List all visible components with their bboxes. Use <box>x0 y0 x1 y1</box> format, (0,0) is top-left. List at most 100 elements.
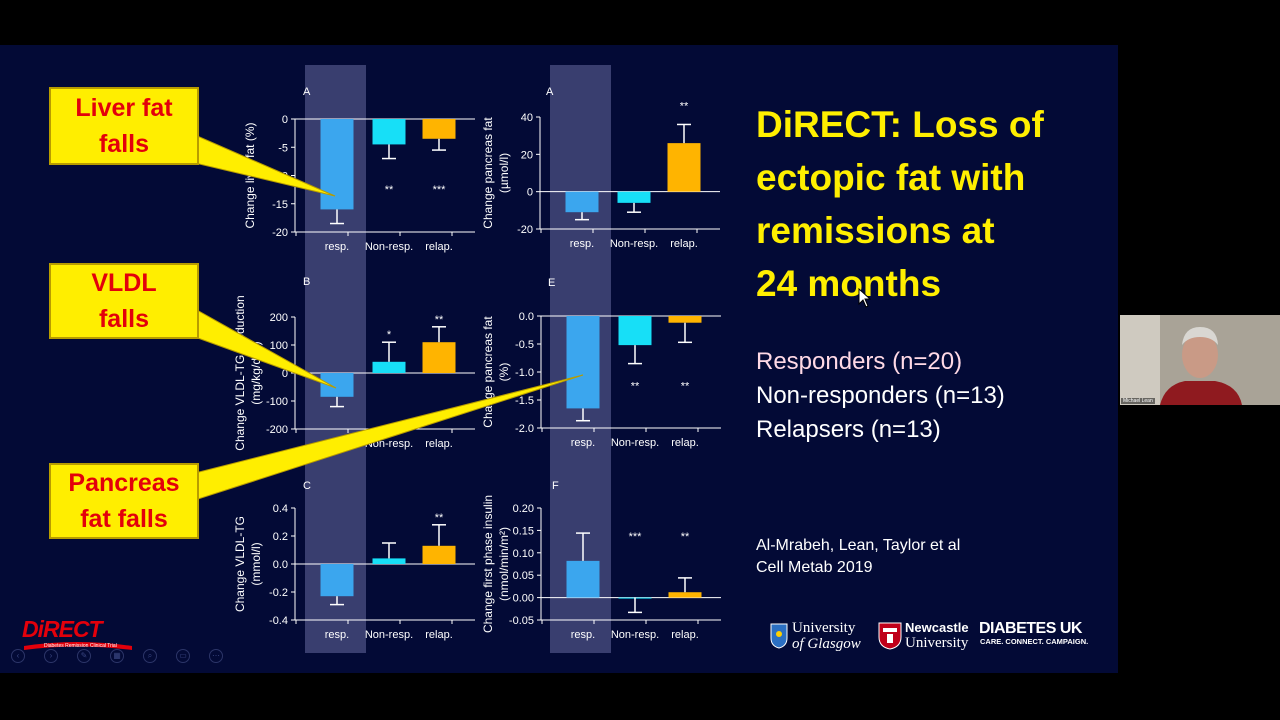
subtitles-icon[interactable]: ▭ <box>176 649 190 663</box>
y-tick-label: 0.00 <box>513 593 534 605</box>
y-tick-label: -2.0 <box>515 423 534 435</box>
y-axis-label: Change first phase insulin <box>481 495 495 633</box>
slide-title: DiRECT: Loss of ectopic fat with remissi… <box>756 98 1096 310</box>
bar-nonresp <box>372 119 406 145</box>
y-tick-label: -100 <box>266 396 288 408</box>
bar-resp <box>320 119 354 210</box>
bar-resp <box>320 564 354 597</box>
glasgow-crest-icon <box>770 623 788 649</box>
panel-label: C <box>303 480 311 492</box>
significance-marker: ** <box>385 184 394 196</box>
category-label: relap. <box>425 629 453 641</box>
citation-authors: Al-Mrabeh, Lean, Taylor et al <box>756 537 961 554</box>
direct-logo-tagline: Diabetes Remission Clinical Trial <box>44 643 117 649</box>
mouse-cursor-icon <box>858 288 872 308</box>
significance-marker: ** <box>631 380 640 392</box>
y-tick-label: 0.15 <box>513 525 534 537</box>
bar-nonresp <box>618 316 652 346</box>
panel-label: F <box>552 480 559 492</box>
panel-label: A <box>546 86 554 98</box>
direct-trial-logo: DiRECT Diabetes Remission Clinical Trial <box>22 616 134 652</box>
glasgow-line1: University <box>792 620 856 636</box>
significance-marker: ** <box>681 531 690 543</box>
y-tick-label: -20 <box>272 227 288 239</box>
category-label: Non-resp. <box>365 241 413 253</box>
previous-slide-button[interactable]: ‹ <box>11 649 25 663</box>
direct-logo-text: DiRECT <box>22 616 103 642</box>
y-axis-label: Change VLDL-TG production <box>233 295 247 450</box>
significance-marker: ** <box>680 100 689 112</box>
y-tick-label: -1.0 <box>515 367 534 379</box>
panel-label: E <box>548 277 555 289</box>
callout-line: falls <box>98 305 150 333</box>
bar-relap <box>422 119 456 139</box>
y-tick-label: 100 <box>270 340 288 352</box>
presenter-silhouette <box>1120 315 1280 405</box>
significance-marker: * <box>387 329 392 341</box>
group-non-responders: Non-responders (n=13) <box>756 382 1005 409</box>
y-tick-label: -20 <box>517 224 533 236</box>
all-slides-icon[interactable]: ▦ <box>110 649 124 663</box>
citation-journal: Cell Metab 2019 <box>756 559 873 576</box>
pen-tool-icon[interactable]: ✎ <box>77 649 91 663</box>
bar-resp <box>565 191 599 213</box>
category-label: resp. <box>325 629 349 641</box>
category-label: relap. <box>671 437 699 449</box>
liver-fat-callout: Liver fat falls <box>49 87 199 165</box>
newcastle-line2: University <box>905 635 969 651</box>
y-tick-label: -0.2 <box>269 587 288 599</box>
title-line: 24 months <box>756 263 942 304</box>
zoom-icon[interactable]: ⌕ <box>143 649 157 663</box>
bar-relap <box>668 592 702 598</box>
group-relapsers: Relapsers (n=13) <box>756 416 941 443</box>
category-label: relap. <box>670 238 698 250</box>
y-axis-label: Change pancreas fat <box>481 316 495 428</box>
more-options-icon[interactable]: ⋯ <box>209 649 223 663</box>
y-tick-label: 0 <box>282 368 288 380</box>
bar-relap <box>667 143 701 192</box>
group-responders: Responders (n=20) <box>756 348 963 375</box>
significance-marker: *** <box>433 184 447 196</box>
category-label: resp. <box>570 238 594 250</box>
y-tick-label: 0.0 <box>273 559 288 571</box>
bar-nonresp <box>617 191 651 203</box>
significance-marker: ** <box>435 314 444 326</box>
y-axis-label: Change VLDL-TG <box>233 516 247 612</box>
y-tick-label: 0 <box>282 114 288 126</box>
callout-line: Liver fat <box>75 94 173 122</box>
y-axis-label: (µmol/l) <box>497 153 511 193</box>
callout-line: Pancreas <box>68 469 180 497</box>
diabetes-uk-tagline: CARE. CONNECT. CAMPAIGN. <box>980 637 1089 646</box>
y-axis-label: Change pancreas fat <box>481 117 495 229</box>
significance-marker: ** <box>435 512 444 524</box>
y-tick-label: 40 <box>521 112 533 124</box>
vldl-callout: VLDL falls <box>49 263 199 339</box>
glasgow-line2: of Glasgow <box>792 636 861 652</box>
category-label: relap. <box>425 438 453 450</box>
callout-line: fat falls <box>80 505 168 533</box>
y-tick-label: 0.05 <box>513 570 534 582</box>
significance-marker: ** <box>681 380 690 392</box>
y-tick-label: 0.10 <box>513 548 534 560</box>
next-slide-button[interactable]: › <box>44 649 58 663</box>
y-tick-label: -15 <box>272 199 288 211</box>
bar-relap <box>668 316 702 323</box>
newcastle-line1: Newcastle <box>905 620 969 635</box>
y-tick-label: 0.4 <box>273 503 288 515</box>
bar-resp <box>566 316 600 409</box>
panel-label: B <box>303 276 310 288</box>
y-tick-label: -0.4 <box>269 615 288 627</box>
presenter-webcam: Michael Lean <box>1120 315 1280 405</box>
title-line: remissions at <box>756 210 995 251</box>
category-label: Non-resp. <box>611 437 659 449</box>
y-tick-label: 0.2 <box>273 531 288 543</box>
bar-resp <box>320 373 354 397</box>
bar-resp <box>566 560 600 598</box>
y-tick-label: -0.5 <box>515 339 534 351</box>
panel-label: A <box>303 86 311 98</box>
category-label: resp. <box>571 437 595 449</box>
